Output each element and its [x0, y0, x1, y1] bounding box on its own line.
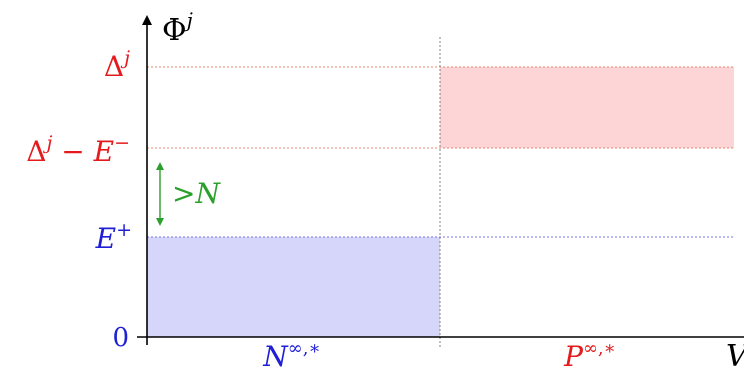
tick-label-delta-j: Δj — [104, 47, 130, 83]
tick-delta-j-minus-e-suffix-sup: − — [114, 132, 130, 154]
tick-label-e-plus: E+ — [95, 219, 132, 255]
red-region — [440, 67, 734, 148]
region-right-base: P — [563, 340, 584, 370]
gap-annotation-var: N — [194, 177, 221, 210]
tick-label-zero: 0 — [112, 323, 129, 353]
region-right-sup: ∞,∗ — [583, 338, 616, 359]
region-left-sup: ∞,∗ — [288, 338, 321, 359]
blue-region — [147, 237, 440, 337]
tick-e-plus-sup: + — [116, 219, 132, 241]
region-label-right: P∞,∗ — [563, 338, 616, 370]
tick-e-plus-base: E — [95, 222, 116, 255]
y-axis-label: Φj — [162, 8, 193, 48]
tick-label-delta-j-minus-e: Δj − E− — [26, 132, 130, 168]
gap-annotation-prefix: > — [172, 177, 195, 210]
tick-delta-j-base: Δ — [104, 50, 124, 83]
region-left-base: N — [262, 340, 289, 370]
x-axis-label: V — [726, 339, 744, 370]
region-label-left: N∞,∗ — [262, 338, 320, 370]
tick-delta-j-minus-e-suffix: − E — [52, 135, 114, 168]
tick-delta-j-minus-e-sup: j — [42, 132, 52, 154]
y-axis-label-base: Φ — [162, 13, 187, 48]
tick-delta-j-sup: j — [120, 47, 130, 69]
gap-annotation-label: >N — [172, 177, 221, 210]
y-axis-label-sup: j — [183, 8, 193, 32]
tick-delta-j-minus-e-base: Δ — [26, 135, 46, 168]
